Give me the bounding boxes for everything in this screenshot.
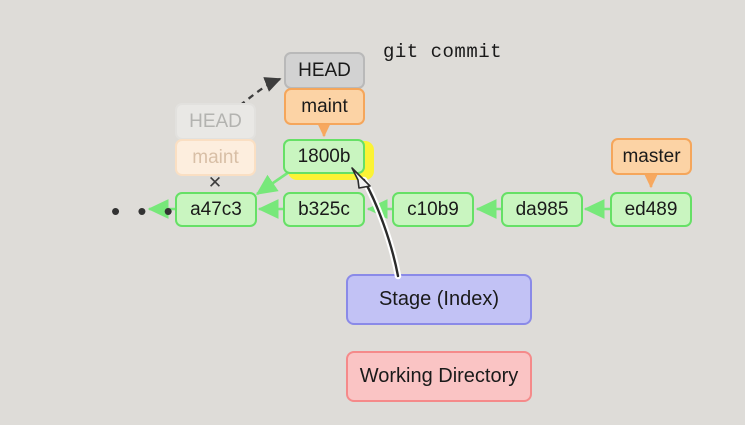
working-directory-box: Working Directory [346,351,532,402]
detach-cross-icon: ✕ [207,173,223,192]
commit-node-ed489: ed489 [610,192,692,227]
diagram-title: git commit [383,41,503,63]
commit-node-c10b9: c10b9 [392,192,474,227]
ghost-maint-label: maint [175,139,256,176]
commit-node-a47c3: a47c3 [175,192,257,227]
ghost-head-label: HEAD [175,103,256,140]
commit-node-b325c: b325c [283,192,365,227]
stage-curve [362,178,400,278]
stage-index-box: Stage (Index) [346,274,532,325]
commit-node-da985: da985 [501,192,583,227]
arrow-1800b-to-a47c3 [255,170,290,196]
stage-curve-arrowhead [351,167,371,189]
commit-node-1800b: 1800b [283,139,365,174]
stage-curve-halo [360,176,402,280]
